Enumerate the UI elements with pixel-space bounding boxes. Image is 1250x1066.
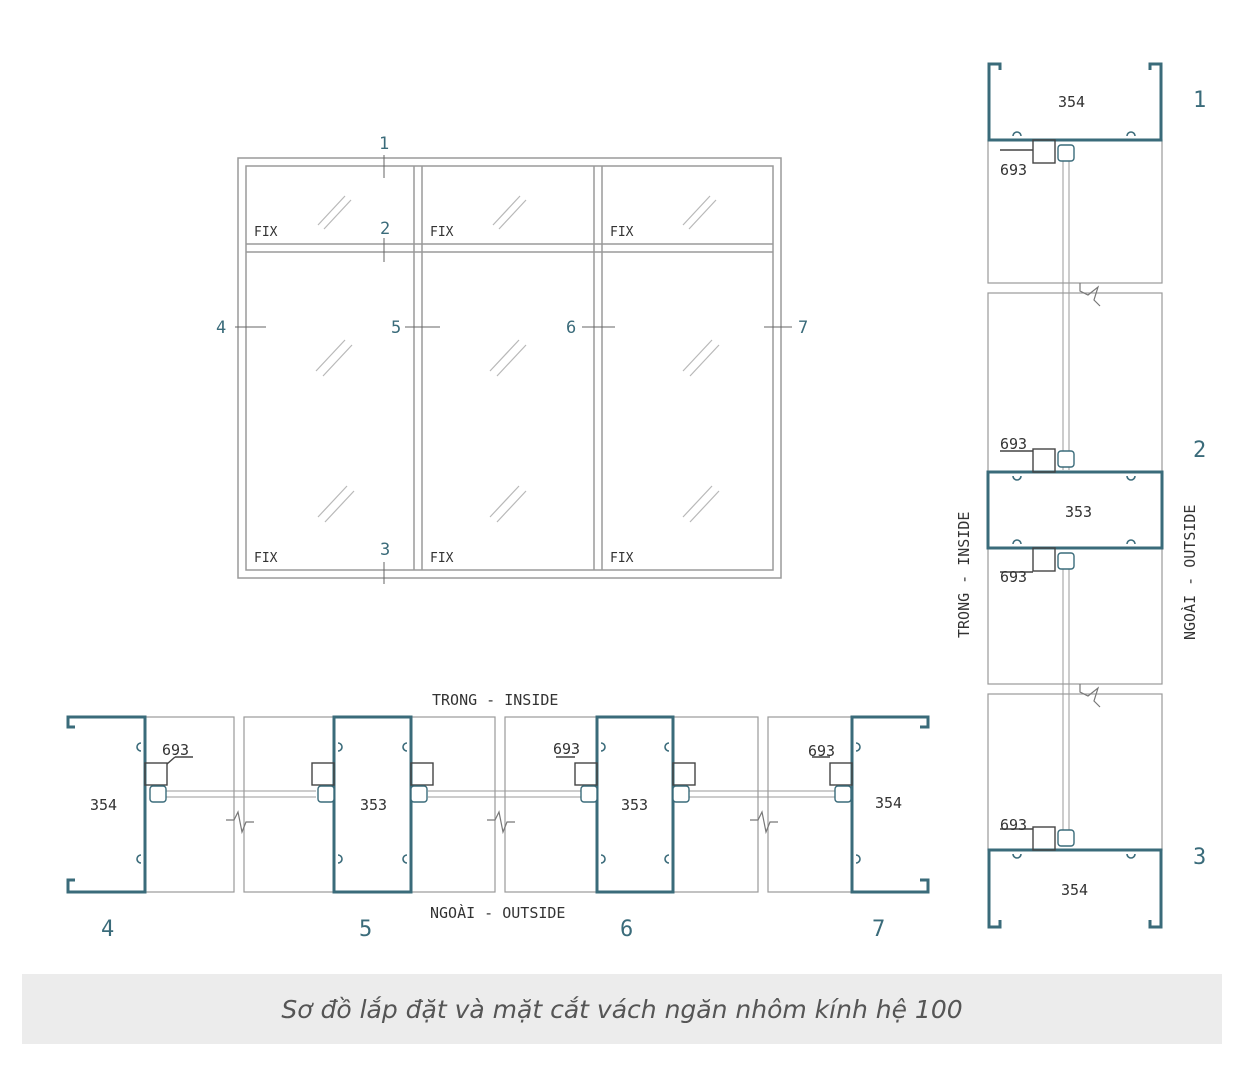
profile-353-middle bbox=[986, 470, 1164, 550]
profile-grooves bbox=[136, 742, 861, 864]
partition-diagram: FIX FIX FIX FIX FIX FIX 1 2 3 4 5 6 7 bbox=[66, 62, 1206, 942]
code-693: 693 bbox=[553, 740, 580, 758]
profile-353-center-left bbox=[332, 715, 413, 894]
aluminium-profiles bbox=[986, 62, 1164, 929]
fix-label: FIX bbox=[430, 225, 454, 240]
fix-label: FIX bbox=[610, 551, 634, 566]
glazing-beads-693 bbox=[144, 756, 853, 786]
horizontal-section: 354 693 353 693 353 693 354 TRONG - INSI… bbox=[66, 691, 930, 942]
code-693: 693 bbox=[808, 742, 835, 760]
horizontal-section-codes: 354 693 353 693 353 693 354 bbox=[90, 740, 902, 814]
vertical-section-codes: 354 693 693 353 693 693 354 bbox=[1000, 93, 1092, 899]
caption-text: Sơ đồ lắp đặt và mặt cắt vách ngăn nhôm … bbox=[281, 994, 963, 1024]
vertical-section-numbers: 1 2 3 bbox=[1193, 88, 1206, 870]
profile-353-center-right bbox=[595, 715, 675, 894]
elevation-view bbox=[235, 155, 792, 584]
section-number-5: 5 bbox=[359, 917, 372, 942]
vertical-section: 354 693 693 353 693 693 354 TRONG - INSI… bbox=[955, 62, 1206, 929]
profile-354-left bbox=[66, 715, 147, 894]
section-mark-6: 6 bbox=[566, 318, 576, 338]
wall-outlines bbox=[144, 716, 853, 893]
inside-label: TRONG - INSIDE bbox=[955, 512, 973, 638]
break-symbols bbox=[1079, 283, 1101, 708]
code-693: 693 bbox=[1000, 161, 1027, 179]
inside-label: TRONG - INSIDE bbox=[432, 691, 558, 709]
section-cut-lines bbox=[235, 155, 792, 584]
horizontal-section-numbers: 4 5 6 7 bbox=[101, 917, 885, 942]
section-number-1: 1 bbox=[1193, 88, 1206, 113]
fix-label: FIX bbox=[610, 225, 634, 240]
profile-grooves bbox=[1012, 131, 1136, 859]
section-mark-1: 1 bbox=[379, 134, 389, 154]
gaskets bbox=[149, 785, 852, 803]
code-693: 693 bbox=[162, 741, 189, 759]
section-mark-4: 4 bbox=[216, 318, 226, 338]
wall-outlines bbox=[987, 139, 1163, 851]
fix-label: FIX bbox=[254, 551, 278, 566]
section-number-6: 6 bbox=[620, 917, 633, 942]
section-number-7: 7 bbox=[872, 917, 885, 942]
gaskets bbox=[1057, 144, 1075, 847]
section-number-2: 2 bbox=[1193, 438, 1206, 463]
vertical-section-side-labels: TRONG - INSIDE NGOÀI - OUTSIDE bbox=[955, 505, 1199, 640]
outside-label: NGOÀI - OUTSIDE bbox=[1180, 505, 1199, 640]
fix-label: FIX bbox=[254, 225, 278, 240]
code-353: 353 bbox=[621, 796, 648, 814]
profile-354-right bbox=[850, 715, 930, 894]
code-354: 354 bbox=[875, 794, 902, 812]
section-mark-3: 3 bbox=[380, 540, 390, 560]
outside-label: NGOÀI - OUTSIDE bbox=[430, 903, 565, 922]
elevation-section-marks: 1 2 3 4 5 6 7 bbox=[216, 134, 808, 560]
caption-bar: Sơ đồ lắp đặt và mặt cắt vách ngăn nhôm … bbox=[22, 974, 1222, 1044]
section-mark-7: 7 bbox=[798, 318, 808, 338]
code-354: 354 bbox=[1058, 93, 1085, 111]
profile-354-bottom bbox=[987, 848, 1163, 929]
code-353: 353 bbox=[360, 796, 387, 814]
elevation-labels: FIX FIX FIX FIX FIX FIX bbox=[254, 225, 634, 566]
profile-354-top bbox=[987, 62, 1163, 142]
section-mark-2: 2 bbox=[380, 219, 390, 239]
code-693: 693 bbox=[1000, 435, 1027, 453]
glass-panes bbox=[1062, 155, 1070, 836]
code-354: 354 bbox=[90, 796, 117, 814]
section-number-4: 4 bbox=[101, 917, 114, 942]
code-354: 354 bbox=[1061, 881, 1088, 899]
code-693: 693 bbox=[1000, 816, 1027, 834]
code-693: 693 bbox=[1000, 568, 1027, 586]
glass-hatch-marks bbox=[315, 195, 720, 523]
fix-label: FIX bbox=[430, 551, 454, 566]
inner-frame bbox=[245, 165, 774, 571]
outer-frame bbox=[237, 157, 782, 579]
break-symbols bbox=[226, 810, 778, 835]
glass-panes bbox=[160, 790, 835, 798]
glazing-beads-693 bbox=[1000, 139, 1056, 851]
section-mark-5: 5 bbox=[391, 318, 401, 338]
code-353: 353 bbox=[1065, 503, 1092, 521]
horizontal-section-side-labels: TRONG - INSIDE NGOÀI - OUTSIDE bbox=[430, 691, 565, 922]
aluminium-profiles bbox=[66, 715, 930, 894]
section-number-3: 3 bbox=[1193, 845, 1206, 870]
